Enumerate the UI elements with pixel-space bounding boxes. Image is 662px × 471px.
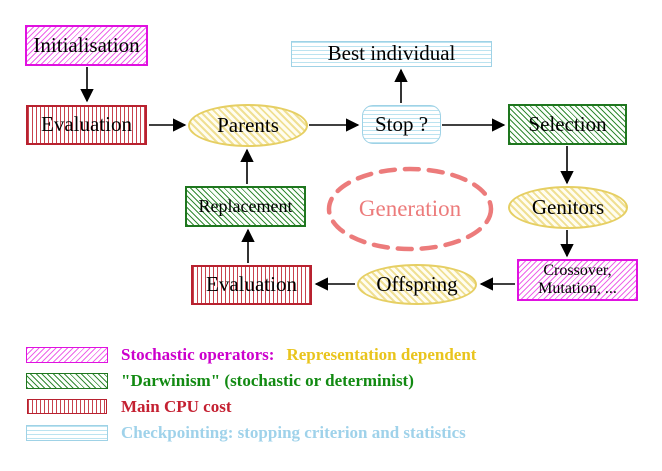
node-selection-label: Selection: [528, 111, 607, 136]
node-crossover-mutation: Crossover, Mutation, ...: [517, 259, 638, 301]
node-stop: Stop ?: [362, 105, 441, 144]
node-offspring: Offspring: [357, 264, 477, 305]
node-initialisation-label: Initialisation: [33, 32, 140, 57]
node-parents: Parents: [188, 104, 308, 147]
legend-label-darwinism: "Darwinism" (stochastic or determinist): [121, 371, 414, 390]
legend-swatch-main-cpu-cost: [27, 399, 107, 414]
legend-label-stochastic-operators: Stochastic operators:: [121, 345, 275, 364]
node-replacement-label: Replacement: [198, 195, 293, 216]
generation-cycle-label: Generation: [328, 168, 492, 250]
legend-row-darwinism: "Darwinism" (stochastic or determinist): [121, 370, 414, 392]
node-initialisation: Initialisation: [25, 25, 148, 66]
legend-swatch-stochastic-operators: [26, 347, 108, 363]
node-best-individual: Best individual: [291, 41, 492, 67]
node-offspring-label: Offspring: [376, 271, 458, 296]
legend-row-checkpointing: Checkpointing: stopping criterion and st…: [121, 422, 466, 444]
legend-label-checkpointing: Checkpointing: stopping criterion and st…: [121, 423, 466, 442]
legend-label-representation-dependent: Representation dependent: [286, 345, 477, 364]
node-evaluation-bottom: Evaluation: [191, 265, 312, 305]
legend-swatch-darwinism: [26, 373, 108, 389]
node-evaluation-top-label: Evaluation: [41, 112, 132, 137]
node-genitors-label: Genitors: [531, 194, 605, 219]
node-genitors: Genitors: [508, 186, 628, 229]
legend-swatch-checkpointing: [26, 425, 108, 441]
node-crossover-line1: Crossover,: [543, 262, 612, 280]
legend-row-main-cpu-cost: Main CPU cost: [121, 396, 231, 418]
node-evaluation-top: Evaluation: [26, 105, 147, 145]
node-best-individual-label: Best individual: [327, 41, 456, 66]
node-replacement: Replacement: [185, 186, 306, 227]
generation-text: Generation: [358, 196, 462, 221]
node-crossover-line2: Mutation, ...: [538, 280, 617, 297]
legend-row-stochastic-operators: Stochastic operators: Representation depe…: [121, 344, 476, 366]
node-stop-label: Stop ?: [374, 111, 429, 136]
node-selection: Selection: [508, 104, 627, 145]
legend-label-main-cpu-cost: Main CPU cost: [121, 397, 232, 416]
node-evaluation-bottom-label: Evaluation: [206, 272, 297, 297]
node-parents-label: Parents: [217, 112, 279, 137]
